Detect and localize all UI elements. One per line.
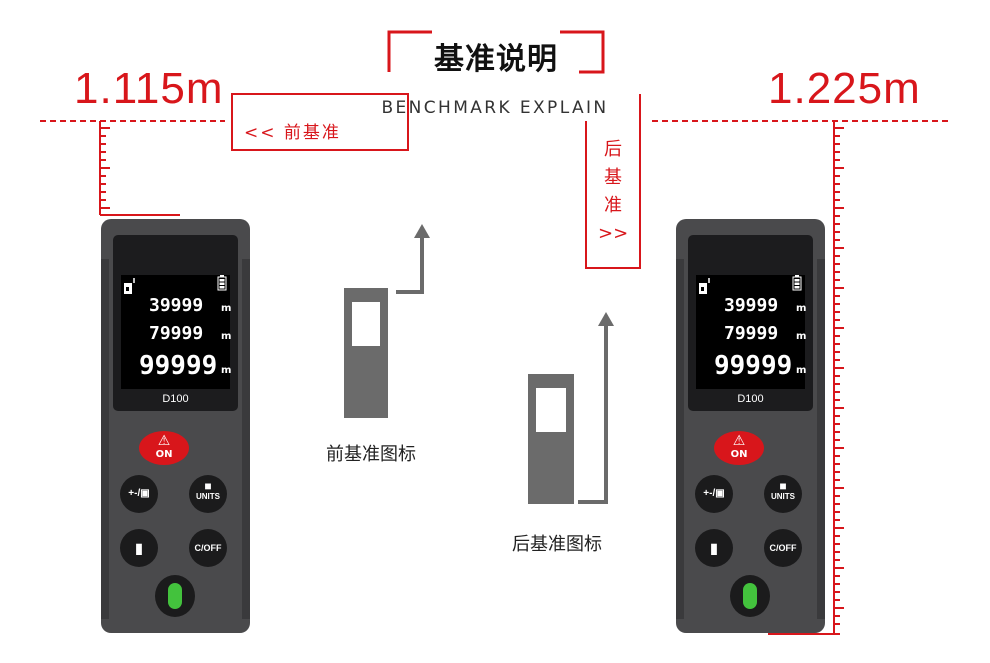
- reference-icon: [699, 278, 710, 294]
- clear-off-button[interactable]: C/OFF: [189, 529, 227, 567]
- bubble-level: [730, 575, 770, 617]
- units-label: UNITS: [196, 492, 220, 501]
- rear-label-char: 后: [604, 139, 622, 160]
- reading-main: 99999: [139, 351, 218, 381]
- reading-line-2: 79999: [149, 323, 204, 344]
- units-button[interactable]: ■ UNITS: [764, 475, 802, 513]
- title-bracket-icon: [387, 30, 605, 74]
- reference-button[interactable]: ▮: [695, 529, 733, 567]
- laser-icon: ⚠: [157, 433, 171, 449]
- level-bubble-icon: [743, 583, 757, 609]
- plus-minus-button[interactable]: +-/▣: [120, 475, 158, 513]
- unit-label: m: [796, 365, 807, 376]
- screen-frame: 39999 m 79999 m 99999 m D100: [113, 235, 238, 411]
- reading-main: 99999: [714, 351, 793, 381]
- units-button[interactable]: ■ UNITS: [189, 475, 227, 513]
- battery-icon: [792, 275, 802, 291]
- front-benchmark-icon: [344, 224, 430, 418]
- screen-frame: 39999 m 79999 m 99999 m D100: [688, 235, 813, 411]
- device-right: 39999 m 79999 m 99999 m D100 ⚠ ON +-/▣ ■…: [676, 219, 825, 633]
- clear-off-button[interactable]: C/OFF: [764, 529, 802, 567]
- reading-line-1: 39999: [149, 295, 204, 316]
- reference-icon: ▮: [135, 540, 143, 556]
- units-label: UNITS: [771, 492, 795, 501]
- rear-benchmark-icon: [528, 312, 614, 504]
- model-label: D100: [737, 393, 764, 405]
- bubble-level: [155, 575, 195, 617]
- power-on-button[interactable]: ⚠ ON: [139, 431, 189, 465]
- rear-icon-caption: 后基准图标: [512, 534, 602, 555]
- unit-label: m: [221, 365, 232, 376]
- on-label: ON: [155, 449, 173, 460]
- unit-label: m: [796, 331, 807, 342]
- cube-icon: ■: [204, 479, 212, 493]
- front-benchmark-label: << 前基准: [244, 123, 341, 143]
- laser-icon: ⚠: [732, 433, 746, 449]
- front-icon-caption: 前基准图标: [326, 444, 416, 465]
- battery-icon: [217, 275, 227, 291]
- on-label: ON: [730, 449, 748, 460]
- page-title: 基准说明: [434, 42, 558, 77]
- reference-icon: [124, 278, 135, 294]
- cube-icon: ■: [779, 479, 787, 493]
- rear-label-char: 基: [604, 167, 622, 188]
- reading-line-2: 79999: [724, 323, 779, 344]
- level-bubble-icon: [168, 583, 182, 609]
- page-subtitle: BENCHMARK EXPLAIN: [381, 98, 609, 118]
- device-left: 39999 m 79999 m 99999 m D100 ⚠ ON +-/▣ ■…: [101, 219, 250, 633]
- left-measurement: 1.115m: [74, 64, 224, 113]
- rear-benchmark-label: 后 基 准 >>: [598, 136, 628, 248]
- unit-label: m: [796, 303, 807, 314]
- rear-label-arrow: >>: [598, 223, 629, 244]
- unit-label: m: [221, 303, 232, 314]
- right-measurement: 1.225m: [768, 64, 921, 113]
- reading-line-1: 39999: [724, 295, 779, 316]
- model-label: D100: [162, 393, 189, 405]
- lcd-screen: 39999 m 79999 m 99999 m: [121, 275, 232, 389]
- reference-icon: ▮: [710, 540, 718, 556]
- reference-button[interactable]: ▮: [120, 529, 158, 567]
- rear-label-char: 准: [604, 195, 622, 216]
- unit-label: m: [221, 331, 232, 342]
- plus-minus-button[interactable]: +-/▣: [695, 475, 733, 513]
- power-on-button[interactable]: ⚠ ON: [714, 431, 764, 465]
- title-frame: 基准说明: [387, 30, 605, 77]
- lcd-screen: 39999 m 79999 m 99999 m: [696, 275, 807, 389]
